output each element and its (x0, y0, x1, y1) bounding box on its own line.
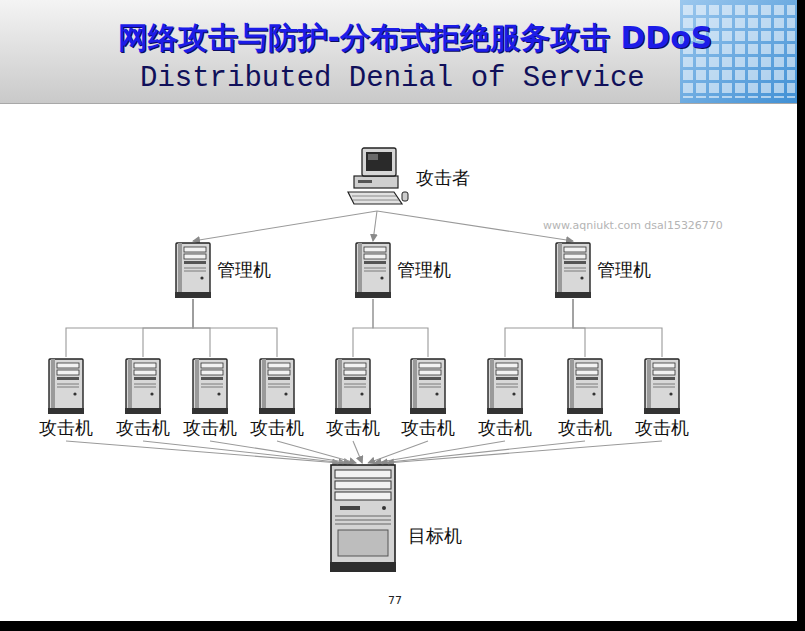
connector (353, 441, 362, 463)
connector (387, 441, 662, 463)
handler-node: 管理机 (555, 242, 651, 298)
node-label: 攻击机 (250, 416, 304, 440)
agent-node: 攻击机 (116, 358, 170, 440)
connector (193, 299, 277, 357)
icon-wrap (644, 358, 680, 414)
node-label: 攻击机 (401, 416, 455, 440)
connector (505, 299, 573, 357)
server-icon (175, 242, 211, 298)
agent-node: 攻击机 (401, 358, 455, 440)
server-icon (259, 358, 295, 414)
watermark: www.aqniukt.com dsal15326770 (541, 219, 725, 232)
node-label: 攻击机 (183, 416, 237, 440)
subtitle: Distributed Denial of Service (140, 62, 645, 95)
agent-node: 攻击机 (558, 358, 612, 440)
node-label: 攻击者 (416, 166, 470, 190)
agent-node: 攻击机 (635, 358, 689, 440)
connector (573, 299, 662, 357)
icon-wrap (487, 358, 523, 414)
slide-title: 网络攻击与防护-分布式拒绝服务攻击 DDoS (0, 18, 797, 59)
node-label: 目标机 (408, 524, 462, 572)
server-icon (487, 358, 523, 414)
handler-node: 管理机 (355, 242, 451, 298)
connector (143, 299, 193, 357)
server-icon (48, 358, 84, 414)
connector (66, 441, 339, 463)
icon-wrap (192, 358, 228, 414)
connector (373, 211, 377, 241)
icon-wrap (567, 358, 603, 414)
target-node: 目标机 (330, 464, 462, 572)
agent-node: 攻击机 (326, 358, 380, 440)
page-number: 77 (388, 594, 402, 607)
node-label: 攻击机 (39, 416, 93, 440)
icon-wrap (335, 358, 371, 414)
icon-wrap (555, 242, 591, 298)
connector (66, 299, 193, 357)
node-label: 攻击机 (478, 416, 532, 440)
server-icon (555, 242, 591, 298)
target-server-icon (330, 464, 396, 572)
server-icon (410, 358, 446, 414)
connector (210, 441, 351, 463)
workstation-icon (344, 146, 410, 210)
connector (381, 441, 585, 463)
icon-wrap (259, 358, 295, 414)
icon-wrap (125, 358, 161, 414)
icon-wrap (330, 464, 396, 572)
server-icon (192, 358, 228, 414)
icon-wrap (48, 358, 84, 414)
icon-wrap (175, 242, 211, 298)
server-icon (644, 358, 680, 414)
node-label: 攻击机 (326, 416, 380, 440)
node-label: 攻击机 (116, 416, 170, 440)
node-label: 攻击机 (558, 416, 612, 440)
handler-node: 管理机 (175, 242, 271, 298)
node-label: 管理机 (217, 258, 271, 282)
node-label: 管理机 (597, 258, 651, 282)
connector (373, 299, 428, 357)
connector (368, 441, 428, 463)
agent-node: 攻击机 (183, 358, 237, 440)
attacker-node: 攻击者 (344, 146, 470, 210)
connector (193, 211, 377, 241)
slide: 攻击者管理机管理机管理机攻击机攻击机攻击机攻击机攻击机攻击机攻击机攻击机攻击机目… (0, 0, 797, 621)
agent-node: 攻击机 (478, 358, 532, 440)
icon-wrap (344, 146, 410, 210)
server-icon (335, 358, 371, 414)
connector (277, 441, 356, 463)
icon-wrap (355, 242, 391, 298)
server-icon (355, 242, 391, 298)
server-icon (567, 358, 603, 414)
connector (353, 299, 373, 357)
server-icon (125, 358, 161, 414)
node-label: 攻击机 (635, 416, 689, 440)
agent-node: 攻击机 (39, 358, 93, 440)
node-label: 管理机 (397, 258, 451, 282)
agent-node: 攻击机 (250, 358, 304, 440)
icon-wrap (410, 358, 446, 414)
